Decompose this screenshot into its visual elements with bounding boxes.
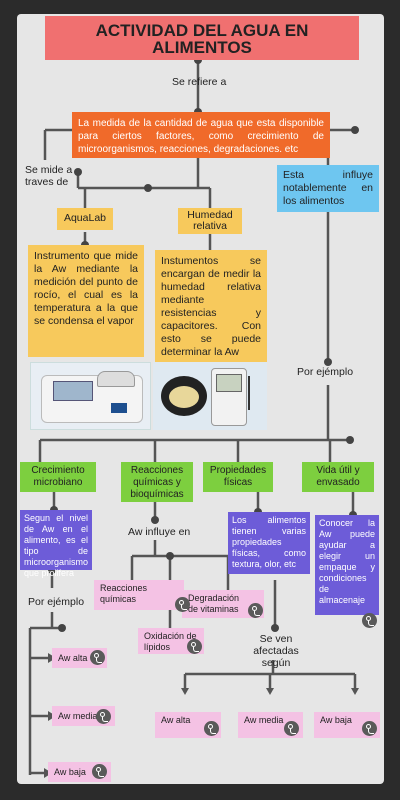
example-propiedades-fisicas: Propiedades físicas — [203, 462, 273, 492]
audio-icon[interactable] — [92, 764, 107, 779]
method-humedad-relativa: Humedad relativa — [178, 208, 242, 234]
label-aw-influye: Aw influye en — [128, 526, 191, 538]
label-se-refiere: Se refiere a — [172, 76, 227, 88]
reaction-quimicas: Reacciones químicas — [94, 580, 184, 610]
aqualab-device-image — [30, 362, 151, 430]
hygrometer-device-image — [153, 362, 267, 430]
example-reacciones: Reacciones químicas y bioquímicas — [121, 462, 193, 502]
example-crecimiento-microbiano: Crecimiento microbiano — [20, 462, 96, 492]
audio-icon[interactable] — [96, 709, 111, 724]
audio-icon[interactable] — [204, 721, 219, 736]
definition-box: La medida de la cantidad de agua que est… — [72, 112, 330, 158]
label-se-ven-afectadas: Se ven afectadas según — [253, 633, 299, 669]
example-vida-util: Vida útil y envasado — [302, 462, 374, 492]
audio-icon[interactable] — [362, 721, 377, 736]
audio-icon[interactable] — [248, 603, 263, 618]
audio-icon[interactable] — [90, 650, 105, 665]
aqualab-description: Instrumento que mide la Aw mediante la m… — [28, 245, 144, 357]
page-title: ACTIVIDAD DEL AGUA EN ALIMENTOS — [45, 16, 359, 60]
humedad-description: Instumentos se encargan de medir la hume… — [155, 250, 267, 362]
label-se-mide: Se mide a traves de — [25, 164, 73, 188]
audio-icon[interactable] — [187, 639, 202, 654]
detail-vida-util: Conocer la Aw puede ayudar a elegir un e… — [315, 515, 379, 615]
method-aqualab: AquaLab — [57, 208, 113, 230]
influence-box: Esta influye notablemente en los aliment… — [277, 165, 379, 212]
audio-icon[interactable] — [284, 721, 299, 736]
detail-crecimiento: Segun el nivel de Aw en el alimento, es … — [20, 510, 92, 578]
label-por-ejemplo-2: Por ejémplo — [28, 596, 85, 608]
audio-icon[interactable] — [362, 613, 377, 628]
detail-propiedades: Los alimentos tienen varias propiedades … — [228, 512, 310, 574]
label-por-ejemplo: Por ejémplo — [297, 366, 354, 378]
audio-icon[interactable] — [175, 597, 190, 612]
